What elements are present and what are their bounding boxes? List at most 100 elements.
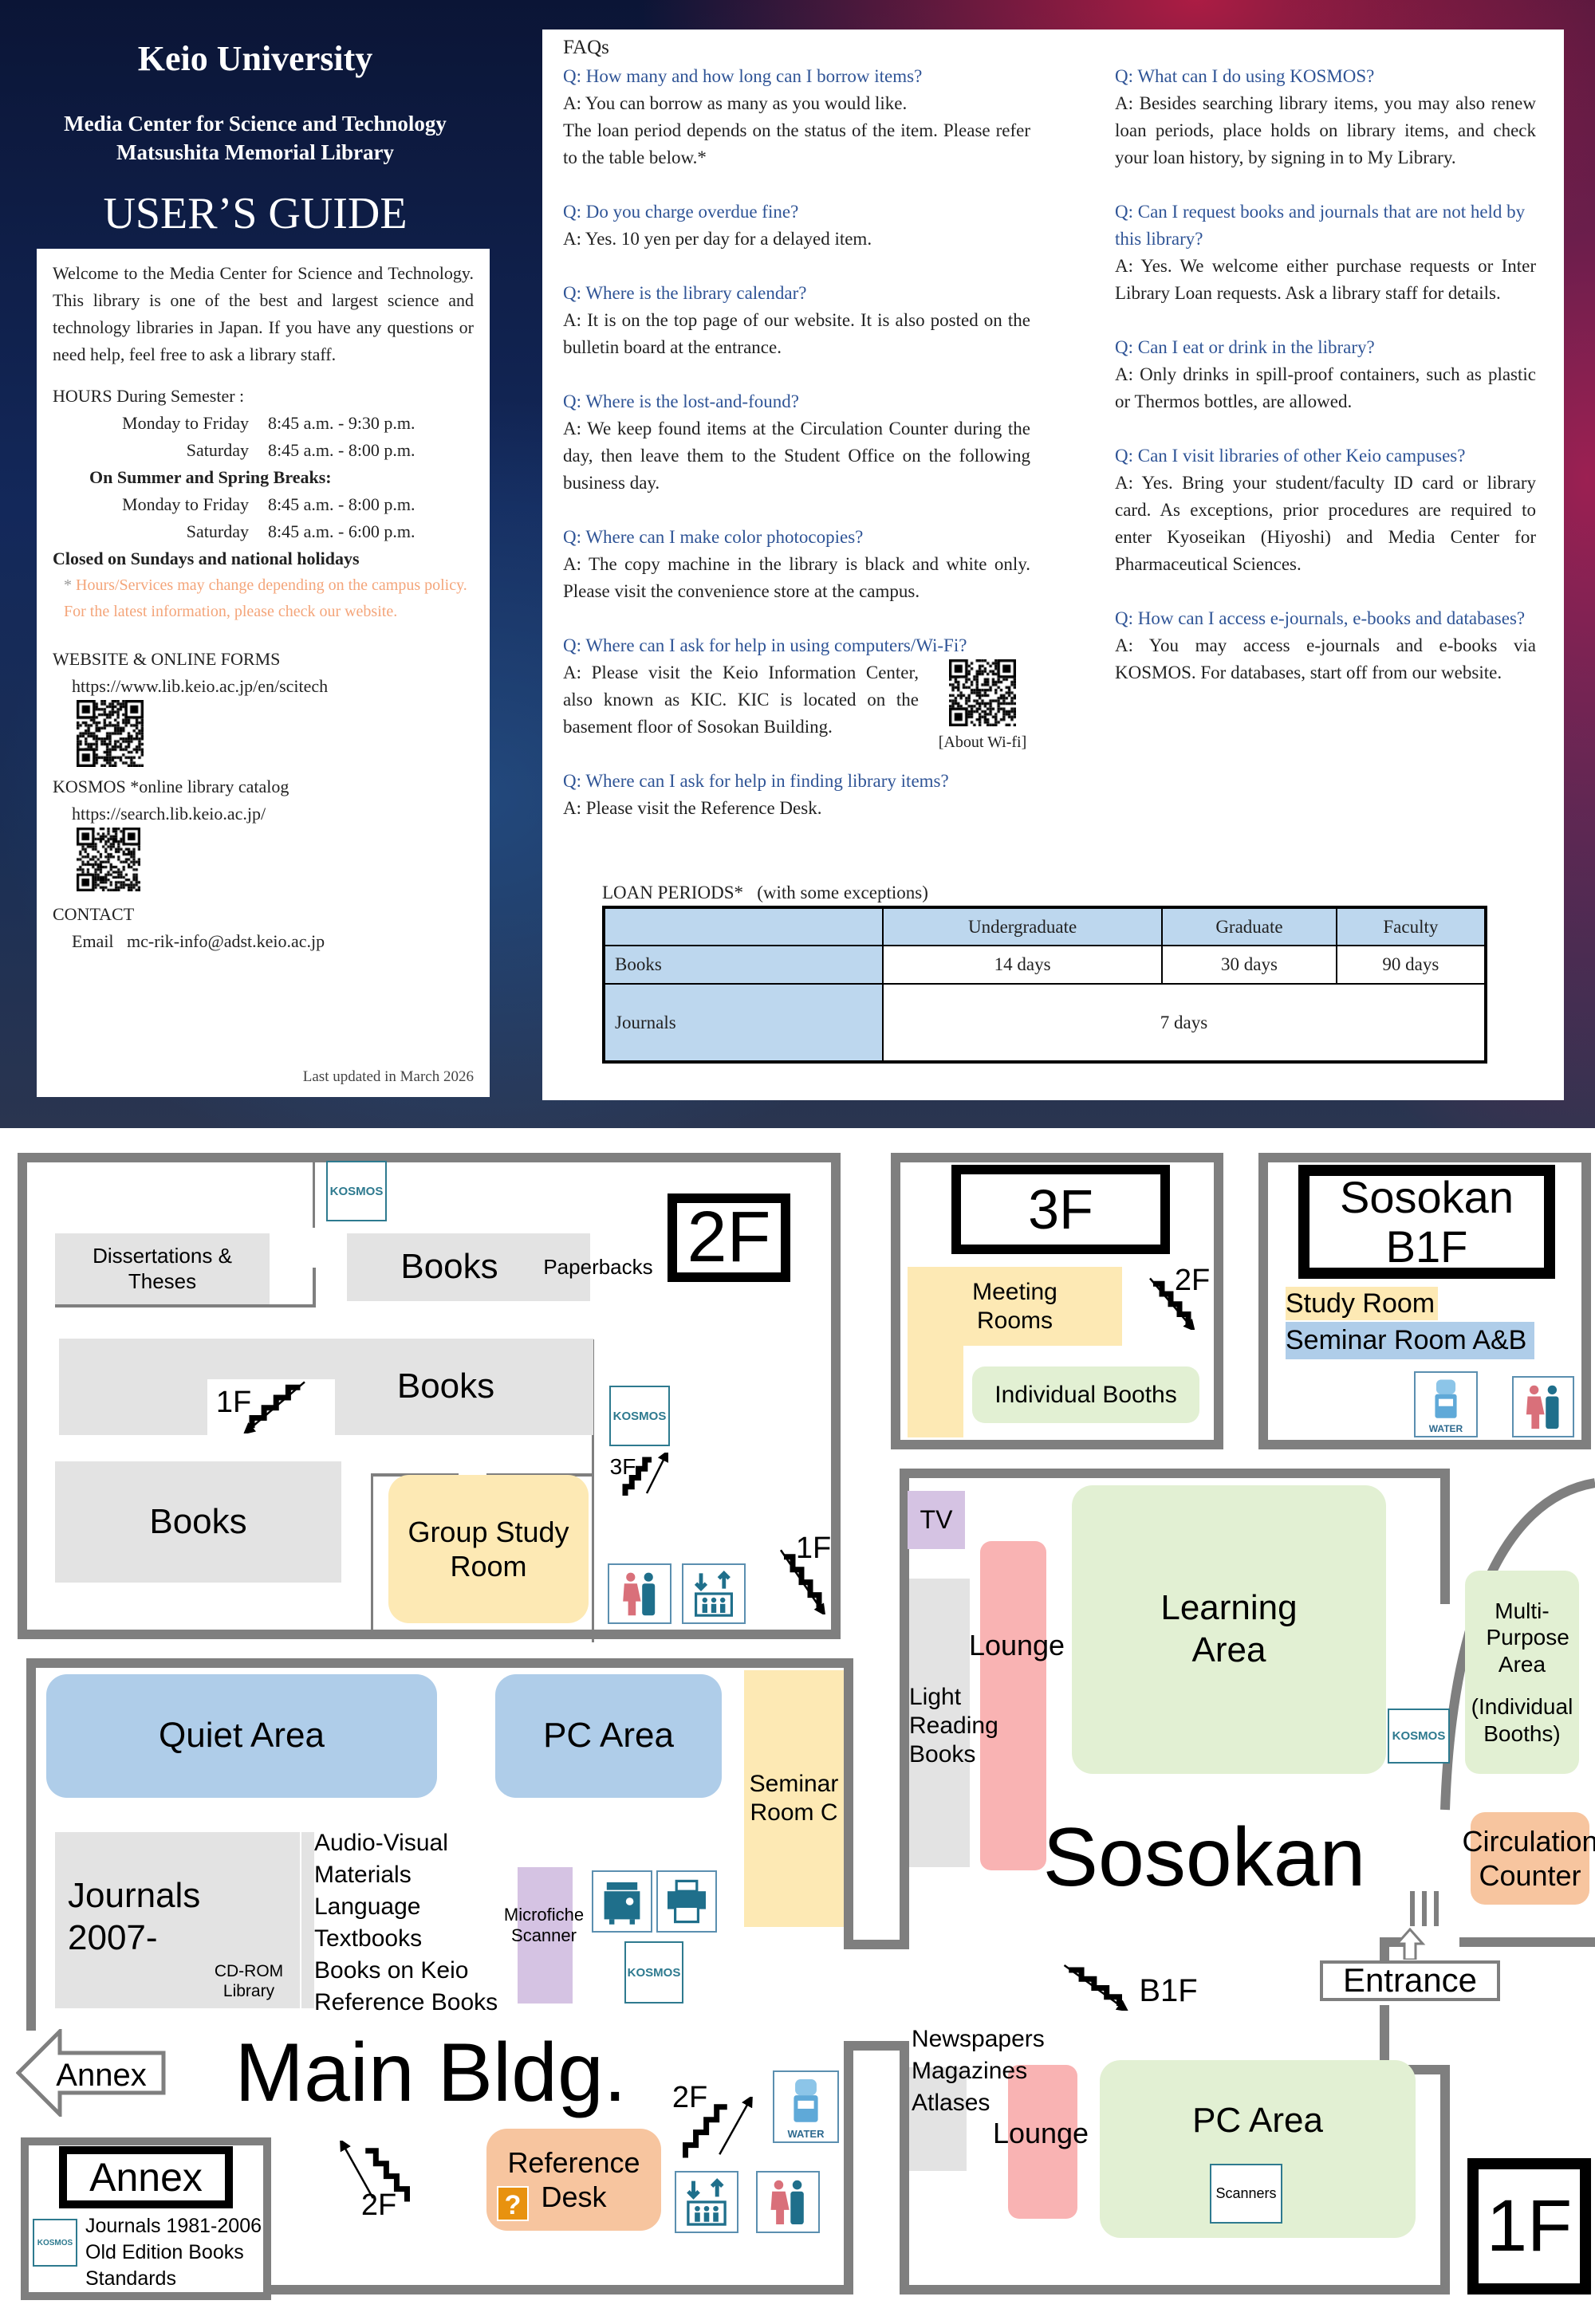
faq-answer: The loan period depends on the status of…: [563, 120, 1030, 167]
elevator-icon[interactable]: [675, 2171, 738, 2233]
qr-code-icon: [949, 659, 1016, 726]
annex-items: Journals 1981-2006 Old Edition Books Sta…: [85, 2213, 262, 2292]
water-icon: WATER: [773, 2070, 839, 2143]
website-url[interactable]: https://www.lib.keio.ac.jp/en/scitech: [72, 676, 329, 696]
kosmos-qr[interactable]: [53, 828, 474, 901]
faq-question: Q: Where can I ask for help in finding l…: [563, 771, 949, 791]
wifi-qr-caption: [About Wi-fi]: [938, 733, 1027, 751]
annex-arrow[interactable]: [16, 2029, 167, 2117]
annex-label: Annex: [59, 2146, 233, 2208]
faq-item: Q: Where can I ask for help in using com…: [563, 632, 1030, 751]
table-cell: 30 days: [1161, 945, 1337, 985]
stairs-down-icon[interactable]: [1037, 1963, 1129, 2012]
kosmos-url[interactable]: https://search.lib.keio.ac.jp/: [72, 804, 266, 824]
elevator-icon[interactable]: [682, 1563, 746, 1624]
water-label: WATER: [1428, 1423, 1463, 1434]
entrance[interactable]: Entrance: [1320, 1960, 1500, 2001]
learning-area: Learning Area: [1072, 1485, 1386, 1774]
annex-arrow-label: Annex: [56, 2058, 147, 2093]
faq-item: Q: Where can I make color photocopies?A:…: [563, 524, 1030, 605]
stairs-label: 2F: [360, 2188, 397, 2223]
annex-item: Old Edition Books: [85, 2241, 244, 2263]
email-link[interactable]: mc-rik-info@adst.keio.ac.jp: [127, 931, 325, 951]
restroom-icon: [608, 1563, 671, 1624]
faq-answer: A: You may access e-journals and e-books…: [1115, 635, 1536, 682]
faq-question: Q: Where is the lost-and-found?: [563, 391, 799, 411]
hours-semester-title: HOURS During Semester :: [53, 386, 245, 406]
hours-days: Monday to Friday: [122, 494, 249, 514]
help-icon: ?: [497, 2186, 529, 2221]
table-row: Books 14 days 30 days 90 days: [603, 945, 1487, 985]
water-label: WATER: [787, 2128, 825, 2140]
faq-question: Q: Can I eat or drink in the library?: [1115, 337, 1375, 357]
email-label: Email: [72, 931, 114, 951]
faq-question: Q: Do you charge overdue fine?: [563, 202, 799, 222]
faq-item: Q: Do you charge overdue fine?A: Yes. 10…: [563, 199, 1030, 253]
stairs-label: 2F: [671, 2081, 708, 2115]
kosmos-terminal: KOSMOS: [624, 1941, 683, 2004]
faq-question: Q: Where can I ask for help in using com…: [563, 635, 967, 655]
circulation-counter[interactable]: Circulation Counter: [1462, 1812, 1595, 1905]
center-name: Media Center for Science and Technology: [64, 112, 447, 136]
table-row: Journals 7 days: [603, 983, 1487, 1063]
table-cell: 14 days: [881, 945, 1164, 985]
university-name: Keio University: [137, 39, 373, 78]
faq-answer: A: Only drinks in spill-proof containers…: [1115, 364, 1536, 411]
faq-answer: A: Please visit the Reference Desk.: [563, 798, 822, 818]
stairs-label: 2F: [1174, 1264, 1211, 1298]
faq-answer: A: Yes. We welcome either purchase reque…: [1115, 256, 1536, 303]
lounge: Lounge: [968, 1629, 1065, 1662]
main-bldg-title: Main Bldg.: [234, 2026, 627, 2119]
faq-question: Q: Where is the library calendar?: [563, 283, 807, 303]
hours-days: Monday to Friday: [122, 413, 249, 433]
table-cell: 7 days: [882, 983, 1487, 1063]
light-reading-books: Light Reading Books: [909, 1684, 998, 1768]
faq-item: Q: Can I visit libraries of other Keio c…: [1115, 442, 1536, 578]
stairs-down-icon[interactable]: [1131, 1276, 1195, 1332]
column-header: Faculty: [1335, 906, 1487, 946]
note-mark: *: [64, 576, 76, 594]
row-label: Journals: [603, 983, 884, 1063]
contact-title: CONTACT: [53, 904, 135, 924]
faq-panel: FAQs Q: How many and how long can I borr…: [542, 29, 1564, 1100]
welcome-text: Welcome to the Media Center for Science …: [53, 263, 474, 364]
journals-area: Journals 2007-: [68, 1876, 201, 1957]
loan-title: LOAN PERIODS* (with some exceptions): [602, 879, 928, 906]
stairs-down-icon[interactable]: [762, 1547, 826, 1616]
tv-area: TV: [908, 1491, 965, 1549]
paperbacks-label: Paperbacks: [543, 1255, 653, 1280]
dissertations-area: Dissertations & Theses: [55, 1233, 270, 1304]
kosmos-terminal: KOSMOS: [33, 2219, 77, 2267]
stairs-down-icon[interactable]: [242, 1379, 331, 1435]
column-header: [603, 906, 884, 946]
periodicals-labels: Newspapers Magazines Atlases: [912, 2023, 1045, 2119]
restroom-icon: [1512, 1376, 1574, 1437]
reference-desk-label: Reference Desk: [507, 2145, 640, 2213]
faq-title: FAQs: [563, 37, 609, 58]
floor-3f-outline: [891, 1153, 1223, 1449]
hours-time: 8:45 a.m. - 8:00 p.m.: [268, 494, 415, 514]
multi-purpose-note: (Individual Booths): [1471, 1694, 1573, 1746]
seminar-room-ab: Seminar Room A&B: [1286, 1322, 1534, 1359]
faq-question: Q: How can I access e-journals, e-books …: [1115, 608, 1526, 628]
library-name: Matsushita Memorial Library: [116, 140, 394, 164]
individual-booths: Individual Booths: [972, 1366, 1199, 1423]
faq-question: Q: How many and how long can I borrow it…: [563, 66, 923, 86]
faq-item: Q: Where can I ask for help in finding l…: [563, 768, 1030, 822]
stairs-up-icon[interactable]: [620, 1449, 669, 1500]
multi-purpose-label: Multi-Purpose Area: [1486, 1598, 1569, 1677]
website-qr[interactable]: [53, 700, 474, 773]
wifi-qr[interactable]: [About Wi-fi]: [935, 659, 1030, 753]
hours-time: 8:45 a.m. - 6:00 p.m.: [268, 521, 415, 541]
restroom-icon: [756, 2171, 820, 2233]
faq-answer: A: The copy machine in the library is bl…: [563, 554, 1030, 601]
contact-line: Email mc-rik-info@adst.keio.ac.jp: [53, 928, 474, 955]
stairs-up-icon[interactable]: [678, 2094, 754, 2165]
stairs-up-icon[interactable]: [339, 2138, 415, 2208]
sosokan-title: Sosokan: [1042, 1811, 1366, 1904]
faq-item: Q: Can I request books and journals that…: [1115, 199, 1536, 307]
faq-answer: A: Besides searching library items, you …: [1115, 93, 1536, 167]
